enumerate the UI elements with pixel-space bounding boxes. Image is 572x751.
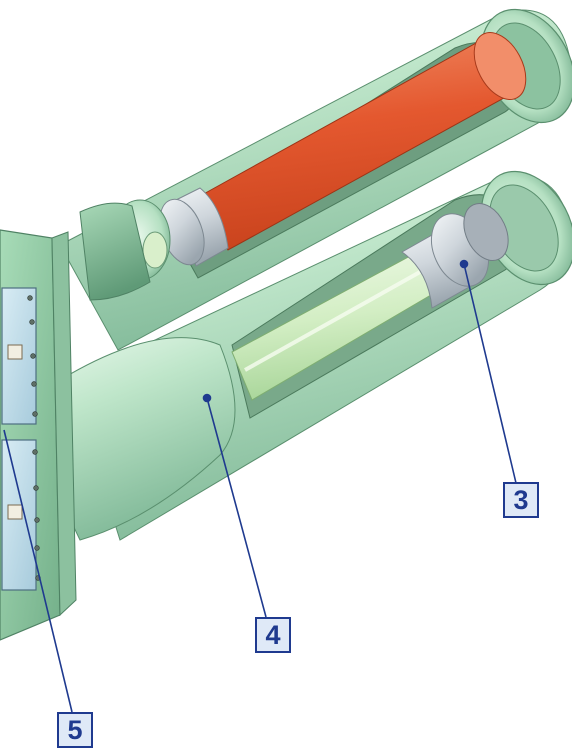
leader-line-4 <box>206 397 267 618</box>
leader-dot-4 <box>202 393 212 403</box>
housing-block <box>0 229 77 641</box>
callout-label-5: 5 <box>57 712 93 748</box>
leader-lines <box>3 259 517 713</box>
upper-silver-sleeve <box>159 187 229 267</box>
upper-coupling <box>79 199 171 301</box>
leader-dot-3 <box>459 259 469 269</box>
leader-line-3 <box>463 263 517 484</box>
leader-line-5 <box>3 429 73 713</box>
lower-silver-piston <box>401 203 509 309</box>
orange-inner-cylinder <box>199 32 527 251</box>
callout-label-3: 3 <box>503 482 539 518</box>
callout-label-4: 4 <box>255 617 291 653</box>
